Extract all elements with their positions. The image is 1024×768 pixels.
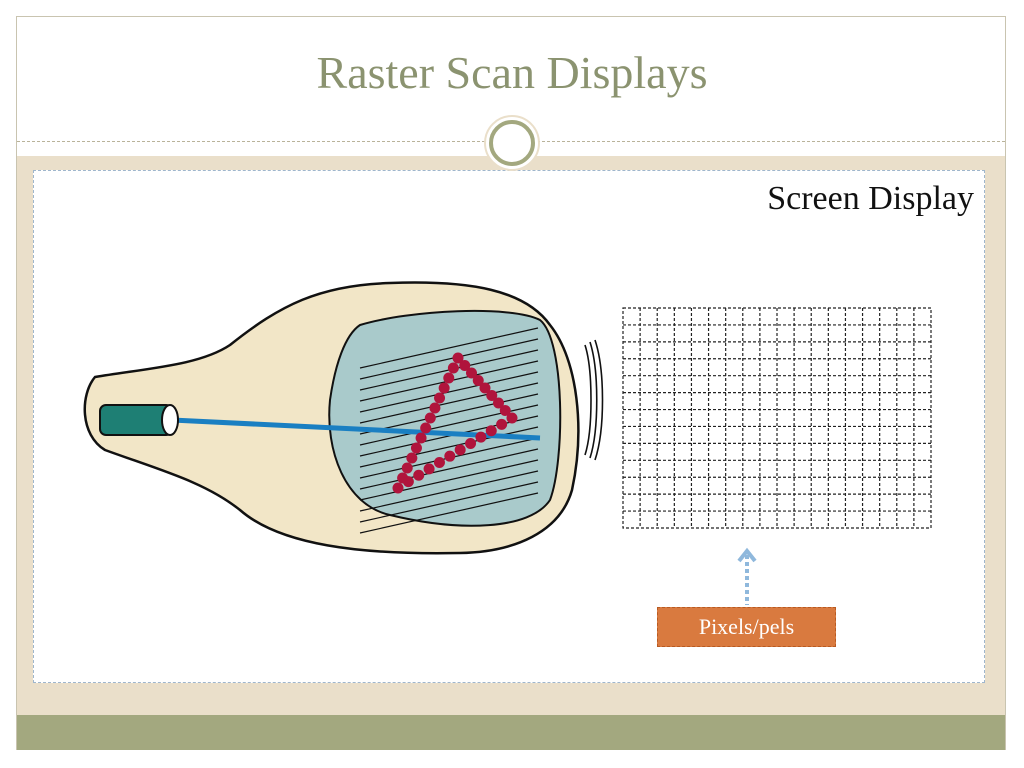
scan-line bbox=[359, 338, 539, 380]
scan-line bbox=[359, 371, 539, 413]
electron-gun-icon bbox=[99, 404, 179, 436]
scan-line bbox=[359, 448, 539, 490]
scan-line bbox=[359, 426, 539, 468]
scan-line bbox=[359, 327, 539, 369]
pixel-dot bbox=[472, 375, 484, 386]
footer-bar bbox=[17, 715, 1005, 750]
pixel-dot bbox=[402, 476, 414, 488]
pixel-dot bbox=[423, 463, 435, 475]
screen-display-label: Screen Display bbox=[767, 180, 974, 217]
pixel-dot bbox=[447, 362, 459, 374]
pixel-dot bbox=[466, 367, 477, 379]
pixel-dot bbox=[493, 397, 504, 409]
pixel-dot bbox=[444, 450, 456, 462]
scan-line bbox=[359, 382, 539, 424]
pixel-dot bbox=[420, 422, 432, 434]
up-arrow-icon bbox=[737, 547, 757, 605]
circle-ornament-icon bbox=[484, 115, 540, 171]
pixel-dot bbox=[424, 412, 436, 424]
pixel-dot bbox=[410, 442, 422, 454]
scan-line bbox=[359, 393, 539, 435]
slide-title: Raster Scan Displays bbox=[316, 47, 708, 98]
pixel-dot bbox=[406, 452, 418, 464]
scan-line bbox=[359, 481, 539, 523]
pixel-dot bbox=[413, 469, 425, 481]
pixel-dot bbox=[499, 405, 511, 416]
pixel-dot bbox=[434, 392, 446, 404]
pixel-dot bbox=[454, 444, 466, 456]
pixel-dot bbox=[486, 390, 498, 401]
pixel-dot bbox=[433, 457, 445, 469]
scan-line bbox=[359, 459, 539, 501]
pixel-dot bbox=[392, 482, 404, 494]
crt-tube-diagram bbox=[83, 281, 604, 555]
pixel-dot bbox=[443, 372, 455, 384]
pixel-dot bbox=[459, 360, 471, 371]
pixel-dot bbox=[415, 432, 427, 444]
scan-line bbox=[359, 470, 539, 512]
pixel-dot bbox=[429, 402, 441, 414]
pixel-dot bbox=[496, 418, 508, 430]
triangle-dots bbox=[392, 352, 518, 494]
pixel-grid bbox=[622, 307, 932, 529]
pixel-dot bbox=[438, 382, 450, 394]
pixels-label-box: Pixels/pels bbox=[657, 607, 836, 647]
pixel-dot bbox=[465, 437, 477, 449]
pixel-dot bbox=[475, 431, 487, 443]
pixel-dot bbox=[506, 412, 518, 424]
deflection-marks-icon bbox=[584, 339, 604, 461]
scan-line bbox=[359, 492, 539, 534]
pixel-dot bbox=[479, 382, 491, 394]
pixel-dot bbox=[401, 462, 413, 474]
pixel-dot bbox=[485, 425, 497, 437]
pixel-dot bbox=[452, 352, 464, 364]
